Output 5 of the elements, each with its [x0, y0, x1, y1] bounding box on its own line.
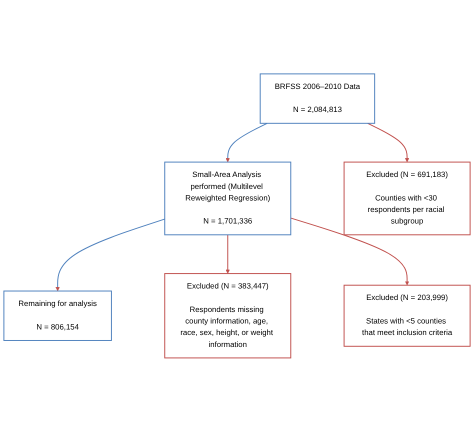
- arrow: [290, 217, 410, 285]
- arrow: [367, 122, 410, 162]
- arrow: [56, 218, 166, 291]
- arrow: [226, 234, 230, 274]
- arrow: [226, 122, 268, 162]
